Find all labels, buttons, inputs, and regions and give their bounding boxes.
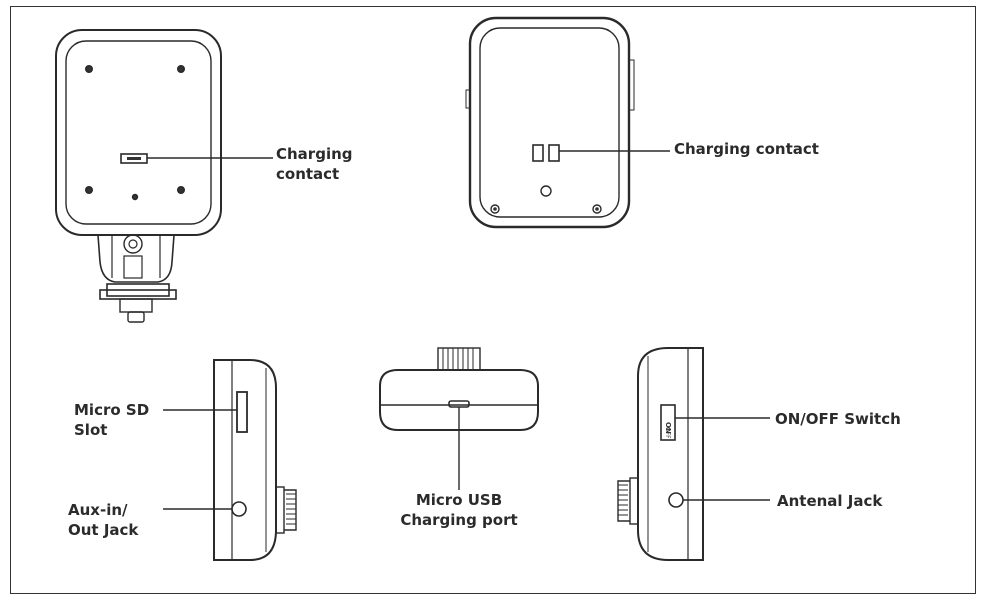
diagram-frame (10, 6, 976, 594)
label-aux-jack: Aux-in/ Out Jack (68, 501, 139, 540)
aux-jack-shape (231, 501, 247, 517)
micro-usb-port-shape (448, 400, 470, 408)
front-charging-contact-right (548, 144, 560, 162)
label-micro-sd-slot: Micro SD Slot (74, 401, 150, 440)
switch-mark-on: ON (664, 422, 672, 434)
label-on-off-switch: ON/OFF Switch (775, 410, 901, 428)
label-back-charging-contact: Charging contact (276, 145, 353, 184)
right-side-device (617, 347, 704, 561)
label-micro-usb: Micro USB Charging port (400, 491, 518, 530)
micro-sd-slot-shape (236, 391, 248, 433)
front-view-device (465, 16, 635, 229)
on-off-switch-shape (660, 404, 676, 441)
label-antenna-jack: Antenal Jack (777, 492, 883, 510)
antenna-jack-shape (668, 492, 684, 508)
switch-mark-off: OFF (664, 427, 671, 439)
front-charging-contact-left (532, 144, 544, 162)
back-view-device (55, 29, 222, 323)
leader-lines (147, 150, 770, 510)
header-underline (10, 0, 390, 7)
left-side-device (213, 359, 297, 561)
bottom-view-device (379, 347, 539, 431)
label-front-charging-contact: Charging contact (674, 140, 819, 158)
